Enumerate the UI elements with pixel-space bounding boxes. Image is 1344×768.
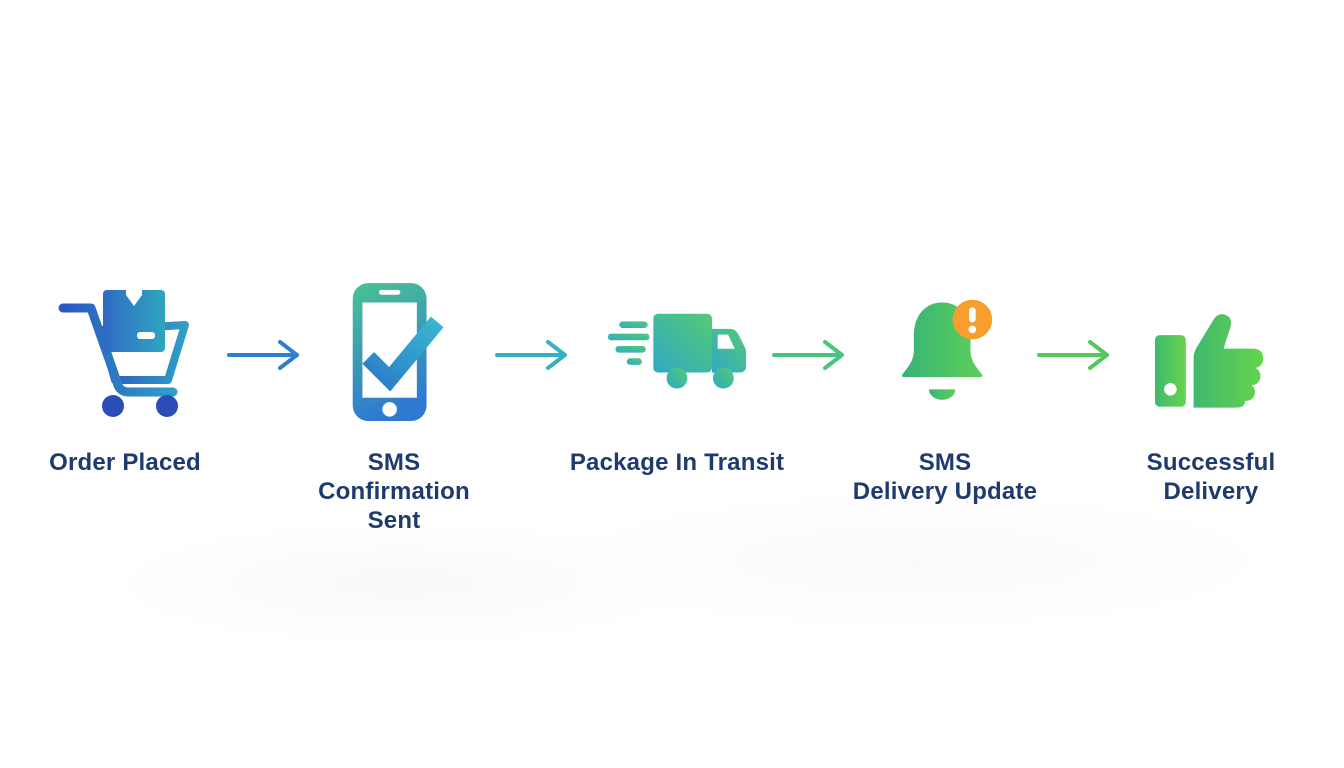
thumbs-up-icon <box>1153 270 1269 438</box>
step-label: SMS Confirmation Sent <box>318 449 470 535</box>
step-label: Successful Delivery <box>1146 449 1276 506</box>
arrow-icon-2 <box>495 340 567 370</box>
step-sms-delivery-update: SMS Delivery Update <box>825 270 1065 506</box>
arrow-icon-3 <box>772 340 844 370</box>
arrow-icon-1 <box>227 340 299 370</box>
step-sms-confirmation: SMS Confirmation Sent <box>274 270 514 535</box>
step-successful-delivery: Successful Delivery <box>1091 270 1331 506</box>
step-label: Package In Transit <box>569 449 785 476</box>
step-label: Order Placed <box>49 449 201 476</box>
step-package-in-transit: Package In Transit <box>557 270 797 477</box>
bell-alert-icon <box>893 270 997 438</box>
smartphone-checkmark-icon <box>343 270 445 438</box>
step-order-placed: Order Placed <box>5 270 245 477</box>
shopping-cart-box-icon <box>55 270 195 438</box>
arrow-icon-4 <box>1037 340 1109 370</box>
step-label: SMS Delivery Update <box>852 449 1038 506</box>
delivery-truck-icon <box>606 270 748 438</box>
